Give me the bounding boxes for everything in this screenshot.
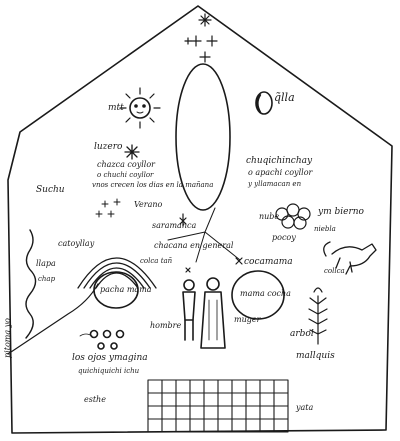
chacana-lines bbox=[167, 207, 241, 263]
label-chazca: chazca coyllor bbox=[97, 160, 155, 169]
label-chuqui: chuqichinchay bbox=[246, 156, 313, 166]
house-outline bbox=[7, 5, 393, 434]
label-mamacocha: mama cocha bbox=[240, 289, 291, 298]
man-figure bbox=[182, 279, 196, 341]
chacana-cross-icon bbox=[179, 213, 187, 227]
label-niebla: niebla bbox=[314, 225, 336, 233]
label-mallquis: mallquis bbox=[296, 351, 335, 361]
label-pocoy: pocoy bbox=[272, 233, 296, 242]
tree-icon bbox=[308, 287, 328, 345]
scribble-line bbox=[79, 333, 93, 337]
label-chuqui-sub2: y yllamacan en bbox=[248, 180, 302, 188]
central-oval bbox=[175, 63, 231, 211]
label-saramanca: saramanca bbox=[152, 221, 197, 230]
label-invierno: ym bierno bbox=[318, 207, 364, 217]
label-suchu: Suchu bbox=[36, 185, 65, 195]
label-pachamama: pacha mama bbox=[100, 285, 152, 294]
rainbow-icon bbox=[77, 257, 157, 289]
label-chap: chap bbox=[38, 275, 56, 283]
label-mtt: mtt bbox=[108, 103, 124, 113]
feline-icon bbox=[323, 241, 377, 275]
label-cocamama: cocamama bbox=[244, 257, 293, 267]
label-collca: collca bbox=[324, 267, 345, 275]
label-ojos: los ojos ymagina bbox=[72, 353, 148, 363]
star-small-icon bbox=[235, 257, 243, 265]
label-quilla: q̃lla bbox=[274, 91, 295, 104]
seed-circles bbox=[89, 329, 125, 350]
label-colca-tan: colca tañ bbox=[140, 257, 173, 265]
label-lucero: luzero bbox=[94, 142, 123, 152]
mother-sea-circle bbox=[231, 270, 285, 320]
label-quichoiq: quichiquichi ichu bbox=[78, 367, 140, 375]
label-chuqui-sub: o apachi coyllor bbox=[248, 168, 313, 177]
label-chazca-sub2: vnos crecen los dias en la mañana bbox=[92, 181, 214, 189]
label-arbol: arbol bbox=[290, 329, 314, 339]
label-esthe: esthe bbox=[84, 395, 106, 404]
woman-figure bbox=[200, 277, 226, 349]
cross-stars bbox=[184, 13, 218, 63]
label-catoyllay: catoyllay bbox=[58, 239, 95, 248]
label-llapa: llapa bbox=[36, 259, 56, 268]
label-nube: nube bbox=[259, 212, 280, 221]
river-line-2 bbox=[7, 283, 99, 355]
label-rio: pitoma yo bbox=[3, 318, 12, 358]
river-line bbox=[25, 229, 37, 339]
cloud-icon bbox=[275, 203, 311, 230]
sun-icon bbox=[119, 87, 161, 129]
label-verano: Verano bbox=[134, 200, 163, 209]
label-muger: muger bbox=[234, 315, 261, 324]
label-yata: yata bbox=[296, 403, 314, 412]
star-cluster-icon bbox=[95, 198, 121, 218]
morning-star-icon bbox=[124, 144, 140, 160]
terrace-grid bbox=[147, 379, 289, 433]
moon-icon bbox=[255, 91, 273, 115]
label-hombre: hombre bbox=[150, 321, 182, 330]
label-chacana: chacana en general bbox=[154, 241, 234, 250]
label-chazca-sub: o chuchi coyllor bbox=[97, 171, 154, 179]
star-small-icon-2 bbox=[185, 267, 191, 273]
